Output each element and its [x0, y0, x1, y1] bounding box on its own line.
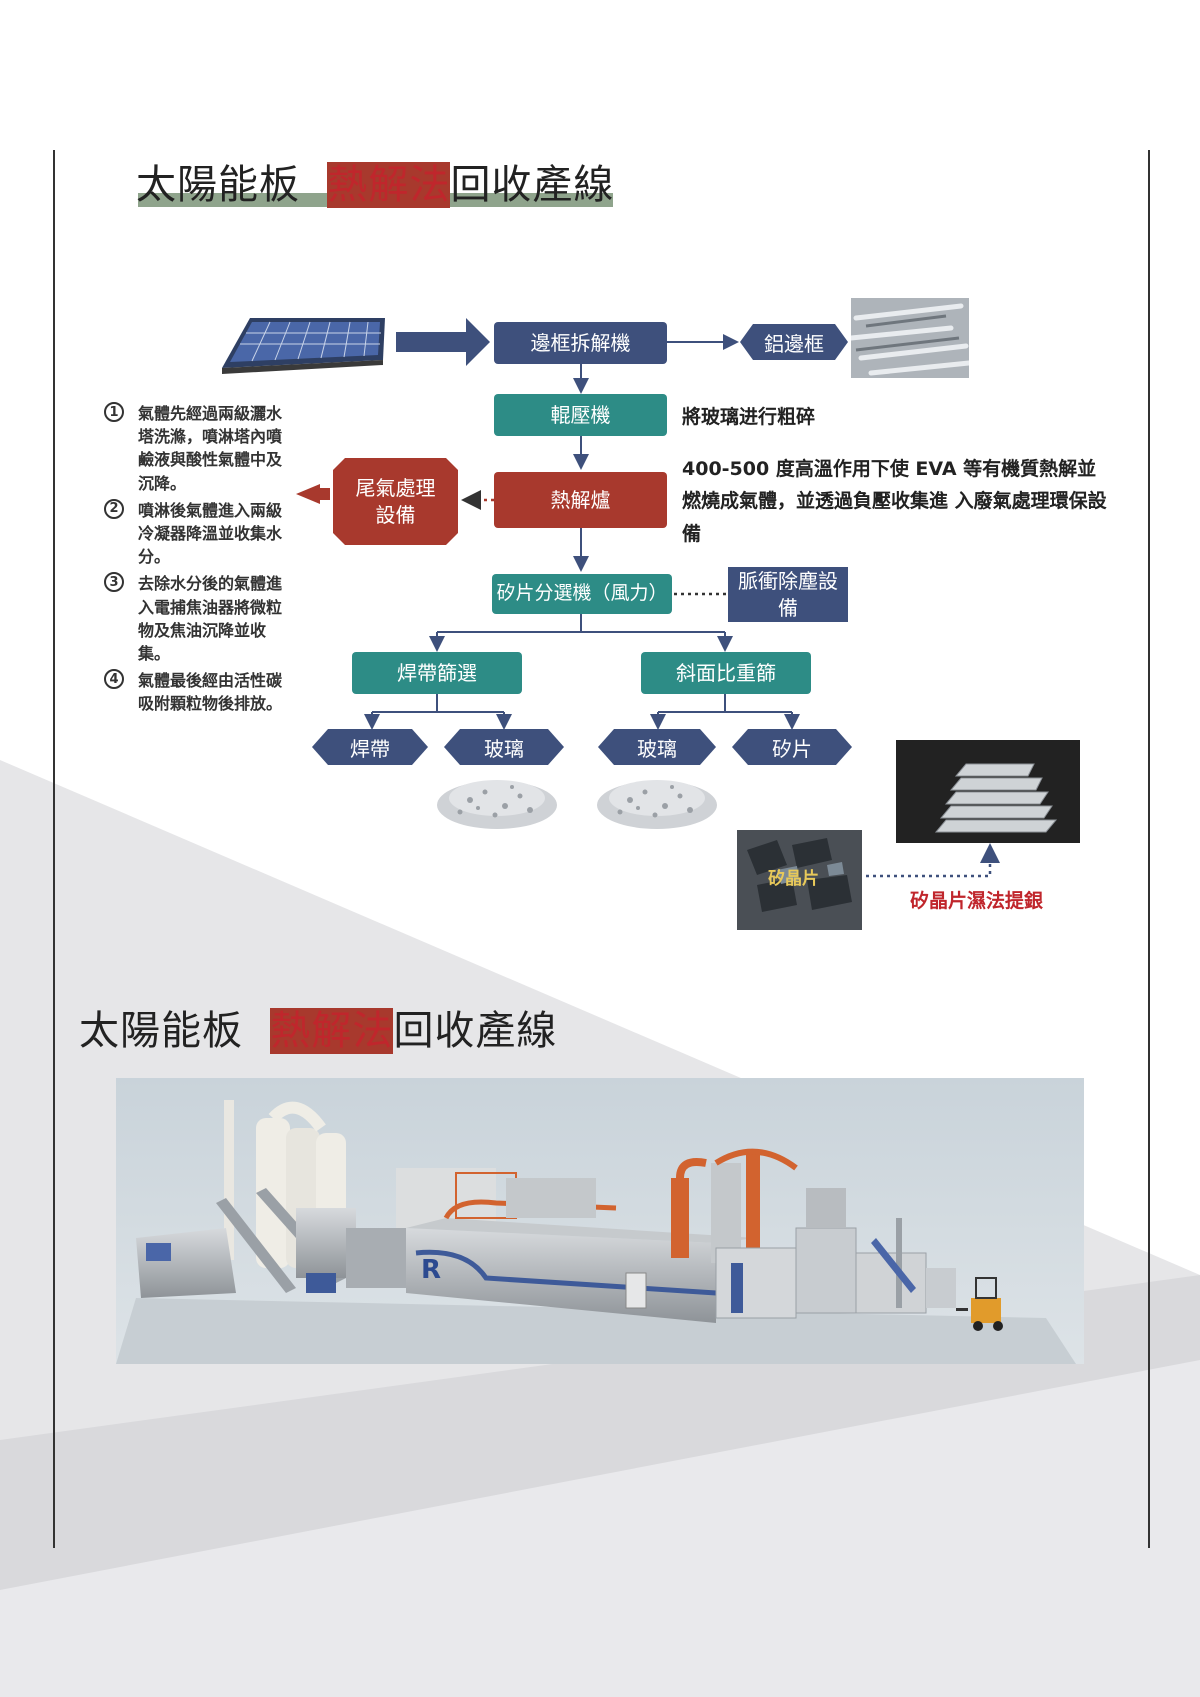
exhaust-octagon	[333, 458, 458, 545]
page-title-bottom: 太陽能板 熱解法回收產線	[79, 998, 557, 1056]
title-top-part2: 回收產線	[450, 162, 615, 208]
roller-press-box: 輥壓機	[494, 394, 667, 436]
title-top-part1: 太陽能板	[136, 162, 300, 208]
aluminum-frame-photo	[851, 298, 969, 378]
step-text: 噴淋後氣體進入兩級 冷凝器降溫並收集水分。	[138, 500, 283, 567]
silicon-sorter-box: 矽片分選機（風力）	[492, 574, 672, 614]
silver-ingot-photo	[896, 740, 1080, 843]
big-arrow-icon	[396, 318, 490, 366]
step-number: 2	[104, 498, 124, 519]
title-top-highlight: 熱解法	[327, 162, 451, 208]
title-bottom-part2: 回收產線	[393, 1008, 558, 1054]
step-number: 3	[104, 572, 124, 593]
step-item: 4 氣體最後經由活性碳吸附顆粒物後排放。	[104, 669, 284, 715]
pyrolysis-note: 400-500 度高溫作用下使 EVA 等有機質熱解並燃燒成氣體，並透過負壓收集…	[682, 458, 1107, 545]
step-text: 氣體最後經由活性碳吸附顆粒物後排放。	[138, 671, 283, 714]
page-title-top: 太陽能板 熱解法回收產線	[136, 152, 614, 210]
left-border-line	[53, 150, 55, 1548]
exhaust-treatment-box: 尾氣處理設備	[355, 476, 436, 527]
hex-ribbon	[312, 729, 428, 765]
slope-screen-box: 斜面比重篩	[641, 652, 811, 694]
step-number: 4	[104, 669, 124, 690]
roller-note: 將玻璃进行粗碎	[682, 406, 816, 428]
hex-glass-2	[598, 729, 716, 765]
title-bottom-highlight: 熱解法	[270, 1008, 394, 1054]
production-line-image: R	[116, 1078, 1084, 1364]
pulse-dust-box: 脈衝除塵設備	[728, 567, 848, 622]
svg-text:R: R	[421, 1255, 441, 1285]
frame-dismantler-box: 邊框拆解機	[494, 322, 667, 364]
ribbon-screen-box: 焊帶篩選	[352, 652, 522, 694]
silicon-chip-label: 矽晶片	[768, 869, 819, 889]
glass-cullet-pile-1	[437, 780, 557, 829]
hex-aluminum-frame	[740, 324, 848, 360]
glass-cullet-pile-2	[597, 780, 717, 829]
step-item: 2 噴淋後氣體進入兩級 冷凝器降溫並收集水分。	[104, 498, 284, 569]
right-border-line	[1148, 150, 1150, 1548]
step-text: 氣體先經過兩級灑水塔洗滌，噴淋塔內噴鹼液與酸性氣體中及沉降。	[138, 404, 283, 493]
step-number: 1	[104, 402, 124, 422]
hex-silicon	[732, 729, 852, 765]
solar-panel-icon	[222, 318, 385, 374]
step-item: 1 氣體先經過兩級灑水塔洗滌，噴淋塔內噴鹼液與酸性氣體中及沉降。	[104, 402, 284, 495]
pyrolysis-furnace-box: 熱解爐	[494, 472, 667, 528]
title-bottom-part1: 太陽能板	[79, 1008, 243, 1054]
hex-glass-1	[444, 729, 564, 765]
silver-extraction-label: 矽晶片濕法提銀	[910, 890, 1044, 912]
step-item: 3 去除水分後的氣體進入電捕焦油器將微粒 物及焦油沉降並收集。	[104, 572, 284, 665]
exhaust-steps-list: 1 氣體先經過兩級灑水塔洗滌，噴淋塔內噴鹼液與酸性氣體中及沉降。 2 噴淋後氣體進入…	[104, 402, 284, 719]
step-text: 去除水分後的氣體進入電捕焦油器將微粒 物及焦油沉降並收集。	[138, 574, 283, 663]
silicon-chip-photo	[737, 830, 862, 930]
